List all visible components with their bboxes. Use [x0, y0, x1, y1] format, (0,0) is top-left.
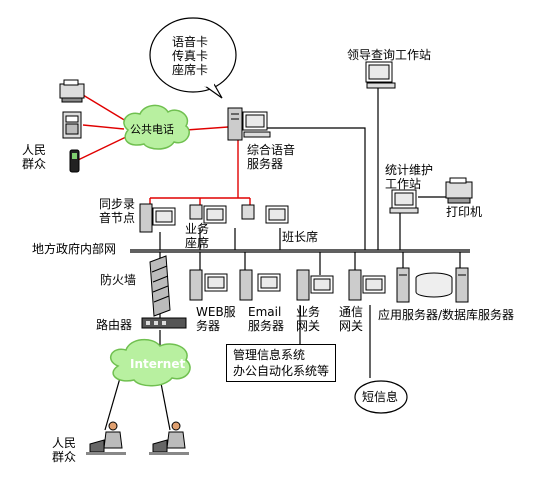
phone-cloud — [123, 104, 190, 150]
business-gateway-line-2: 网关 — [296, 319, 321, 333]
app-db-server-label: 应用服务器/数据库服务器 — [378, 308, 515, 322]
leader-station-label: 领导查询工作站 — [347, 48, 432, 62]
business-seat-label: 业务 座席 — [185, 222, 209, 250]
business-gateway-line-1: 业务 — [296, 305, 321, 319]
network-label: 地方政府内部网 — [32, 242, 117, 256]
systems-box: 管理信息系统 办公自动化系统等 — [226, 344, 337, 382]
business-gateway-label: 业务 网关 — [296, 305, 320, 333]
stats-workstation-icon — [389, 189, 419, 214]
internet-cloud — [109, 338, 191, 387]
business-seat-icon — [189, 204, 227, 224]
fax-icon — [59, 79, 85, 103]
systems-box-line-1: 管理信息系统 — [233, 348, 306, 362]
email-server-line-1: Email — [248, 305, 282, 319]
shift-leader-label: 班长席 — [282, 230, 319, 244]
stats-station-label: 统计维护 工作站 — [385, 163, 433, 191]
business-seat-line-2: 座席 — [185, 236, 210, 250]
app-server-icon — [396, 267, 410, 303]
red-phone-links — [77, 94, 251, 205]
bubble-line-2: 传真卡 — [172, 49, 209, 63]
voice-server-line-1: 综合语音 — [247, 143, 296, 157]
telephone-icon — [62, 111, 82, 139]
printer-label: 打印机 — [446, 205, 483, 219]
phone-cloud-label: 公共电话 — [130, 123, 174, 136]
leader-workstation-icon — [365, 61, 396, 89]
sms-bubble — [354, 380, 408, 414]
user-at-laptop-right-icon — [149, 421, 189, 455]
voice-server-label: 综合语音 服务器 — [247, 143, 295, 171]
email-server-icon — [239, 269, 281, 301]
firewall-icon — [149, 255, 171, 317]
card-bubble — [149, 17, 237, 99]
bubble-label: 语音卡 传真卡 座席卡 — [172, 35, 208, 77]
people-top-line-1: 人民 — [22, 143, 47, 157]
comm-gateway-line-2: 网关 — [339, 319, 364, 333]
user-at-laptop-left-icon — [86, 421, 126, 455]
comm-gateway-icon — [348, 269, 386, 301]
sync-node-line-2: 音节点 — [99, 211, 136, 225]
bubble-line-1: 语音卡 — [172, 35, 209, 49]
printer-icon — [445, 177, 473, 204]
people-bottom-line-2: 群众 — [52, 450, 77, 464]
db-server-icon — [455, 267, 469, 303]
black-wires — [104, 88, 470, 431]
business-gateway-icon — [296, 269, 334, 301]
web-server-icon — [189, 269, 228, 301]
stats-station-line-2: 工作站 — [385, 177, 422, 191]
router-label: 路由器 — [96, 318, 133, 332]
router-icon — [141, 317, 187, 329]
email-server-line-2: 服务器 — [248, 319, 285, 333]
sync-node-icon — [139, 203, 176, 233]
bubble-line-3: 座席卡 — [172, 63, 209, 77]
web-server-line-2: 务器 — [196, 319, 221, 333]
stats-station-line-1: 统计维护 — [385, 163, 434, 177]
voice-server-icon — [227, 107, 271, 141]
comm-gateway-label: 通信 网关 — [339, 305, 363, 333]
people-top-label: 人民 群众 — [22, 143, 46, 171]
mobile-phone-icon — [69, 149, 80, 173]
sms-label: 短信息 — [362, 390, 399, 404]
sync-node-line-1: 同步录 — [99, 197, 136, 211]
web-server-label: WEB服 务器 — [196, 305, 236, 333]
people-bottom-line-1: 人民 — [52, 436, 77, 450]
voice-server-line-2: 服务器 — [247, 157, 284, 171]
systems-box-line-2: 办公自动化系统等 — [233, 364, 330, 378]
email-server-label: Email 服务器 — [248, 305, 284, 333]
people-bottom-label: 人民 群众 — [52, 436, 76, 464]
internet-cloud-label: Internet — [130, 357, 186, 371]
web-server-line-1: WEB服 — [196, 305, 236, 319]
comm-gateway-line-1: 通信 — [339, 305, 364, 319]
business-seat-line-1: 业务 — [185, 222, 210, 236]
database-icon — [415, 272, 453, 298]
sync-node-label: 同步录 音节点 — [99, 197, 135, 225]
people-top-line-2: 群众 — [22, 157, 47, 171]
shift-leader-icon — [241, 204, 289, 224]
firewall-label: 防火墙 — [100, 273, 137, 287]
